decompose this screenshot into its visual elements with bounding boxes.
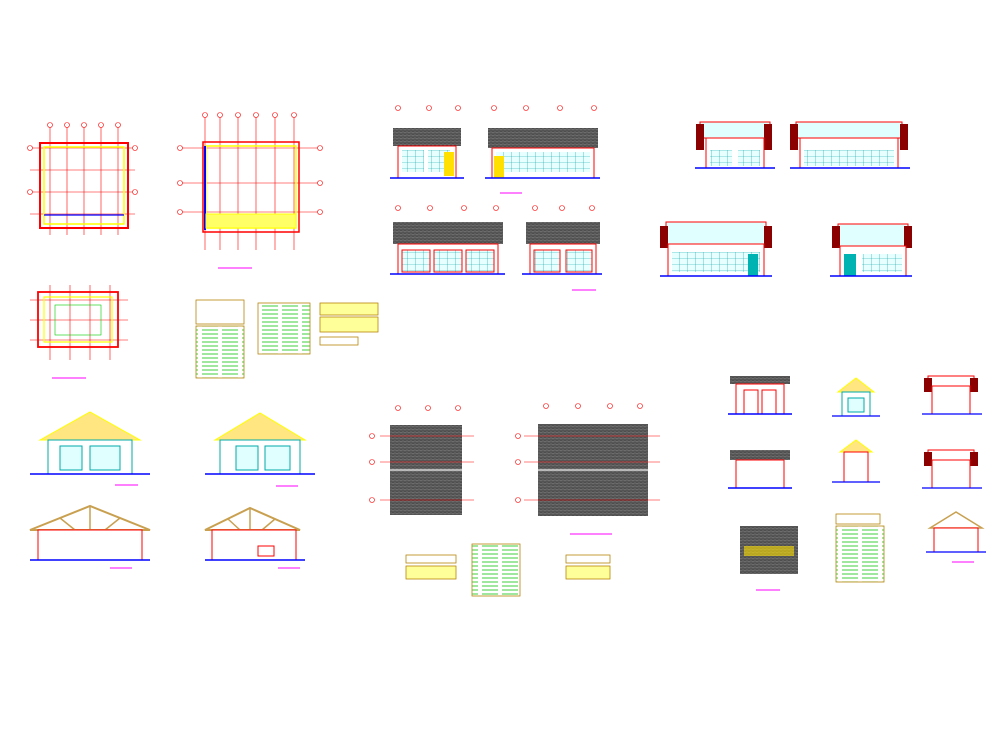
elevation-3: [390, 222, 505, 275]
section-4: [830, 223, 912, 277]
section-1: [695, 121, 775, 169]
section-2: [790, 121, 910, 169]
elevation-1: [390, 128, 464, 179]
plan-large-1: [177, 112, 323, 269]
plan-small-2: [30, 285, 128, 379]
small-elevation-2: [728, 450, 792, 489]
small-truss-section: [926, 511, 986, 563]
small-gable-2: [832, 439, 880, 483]
small-roof-plan: [740, 526, 798, 591]
gable-section-1: [30, 411, 150, 486]
truss-section-1: [29, 504, 151, 569]
small-elevation-1: [728, 376, 792, 415]
notes-roof: [405, 543, 611, 597]
roof-plan-2: [515, 403, 660, 535]
small-section-1: [922, 375, 982, 415]
plan-small-1: [27, 122, 138, 235]
small-gable-1: [832, 377, 880, 417]
notes-plans: [195, 299, 379, 379]
elevation-grid-bubbles: [395, 105, 597, 211]
gable-section-2: [205, 412, 315, 487]
elevation-2: [485, 128, 600, 194]
roof-plan-1: [369, 405, 474, 515]
truss-section-2: [204, 506, 305, 569]
elevation-4: [522, 222, 602, 291]
section-3: [660, 221, 772, 277]
small-section-2: [922, 449, 982, 489]
notes-small: [835, 513, 885, 583]
